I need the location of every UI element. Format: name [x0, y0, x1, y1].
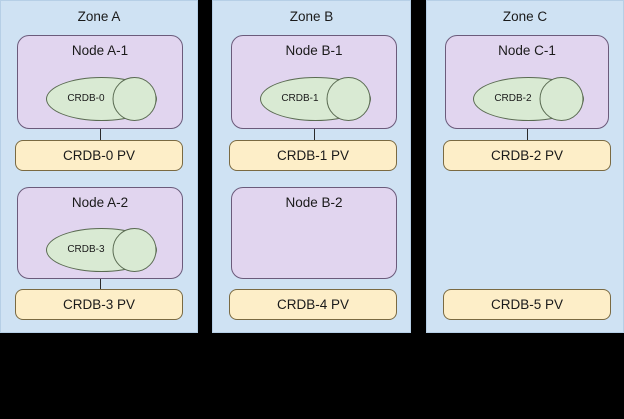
cylinder-end-cap-icon [326, 77, 371, 121]
database-pod-crdb-0[interactable]: CRDB-0 [46, 77, 157, 121]
node-box-c-1[interactable]: Node C-1 CRDB-2 [445, 35, 609, 129]
pv-label-crdb-4: CRDB-4 PV [276, 296, 349, 312]
zone-panel-b[interactable]: Zone B Node B-1 CRDB-1 CRDB-1 PV Node B-… [212, 0, 411, 333]
node-box-b-1[interactable]: Node B-1 CRDB-1 [231, 35, 397, 129]
pod-label-crdb-2: CRDB-2 [494, 93, 532, 104]
pod-label-crdb-0: CRDB-0 [67, 93, 105, 104]
zone-panel-a[interactable]: Zone A Node A-1 CRDB-0 CRDB-0 PV Node A-… [0, 0, 198, 333]
connector-a-2 [100, 279, 101, 289]
database-pod-crdb-3[interactable]: CRDB-3 [46, 228, 157, 272]
zone-title-c: Zone C [502, 9, 548, 24]
node-box-a-1[interactable]: Node A-1 CRDB-0 [17, 35, 183, 129]
node-title-b-2: Node B-2 [285, 195, 343, 210]
pv-box-crdb-4[interactable]: CRDB-4 PV [229, 289, 397, 320]
pod-label-crdb-1: CRDB-1 [281, 93, 319, 104]
pv-label-crdb-1: CRDB-1 PV [276, 147, 349, 163]
pv-label-crdb-0: CRDB-0 PV [62, 147, 135, 163]
node-title-b-1: Node B-1 [285, 43, 343, 58]
zone-panel-c[interactable]: Zone C Node C-1 CRDB-2 CRDB-2 PV CRDB-5 … [426, 0, 624, 333]
database-pod-crdb-2[interactable]: CRDB-2 [473, 77, 584, 121]
connector-a-1 [100, 129, 101, 140]
pv-box-crdb-0[interactable]: CRDB-0 PV [15, 140, 183, 171]
connector-b-1 [314, 129, 315, 140]
node-title-c-1: Node C-1 [498, 43, 556, 58]
node-title-a-2: Node A-2 [71, 195, 129, 210]
cylinder-end-cap-icon [539, 77, 584, 121]
pv-box-crdb-2[interactable]: CRDB-2 PV [443, 140, 611, 171]
node-box-a-2[interactable]: Node A-2 CRDB-3 [17, 187, 183, 279]
zone-title-b: Zone B [289, 9, 334, 24]
pv-box-crdb-5[interactable]: CRDB-5 PV [443, 289, 611, 320]
pod-label-crdb-3: CRDB-3 [67, 244, 105, 255]
node-box-b-2[interactable]: Node B-2 [231, 187, 397, 279]
pv-label-crdb-2: CRDB-2 PV [490, 147, 563, 163]
cylinder-end-cap-icon [112, 77, 157, 121]
pv-box-crdb-1[interactable]: CRDB-1 PV [229, 140, 397, 171]
pv-label-crdb-3: CRDB-3 PV [62, 296, 135, 312]
database-pod-crdb-1[interactable]: CRDB-1 [260, 77, 371, 121]
pv-box-crdb-3[interactable]: CRDB-3 PV [15, 289, 183, 320]
cylinder-end-cap-icon [112, 228, 157, 272]
zone-title-a: Zone A [77, 9, 121, 24]
node-title-a-1: Node A-1 [71, 43, 129, 58]
pv-label-crdb-5: CRDB-5 PV [490, 296, 563, 312]
connector-c-1 [527, 129, 528, 140]
